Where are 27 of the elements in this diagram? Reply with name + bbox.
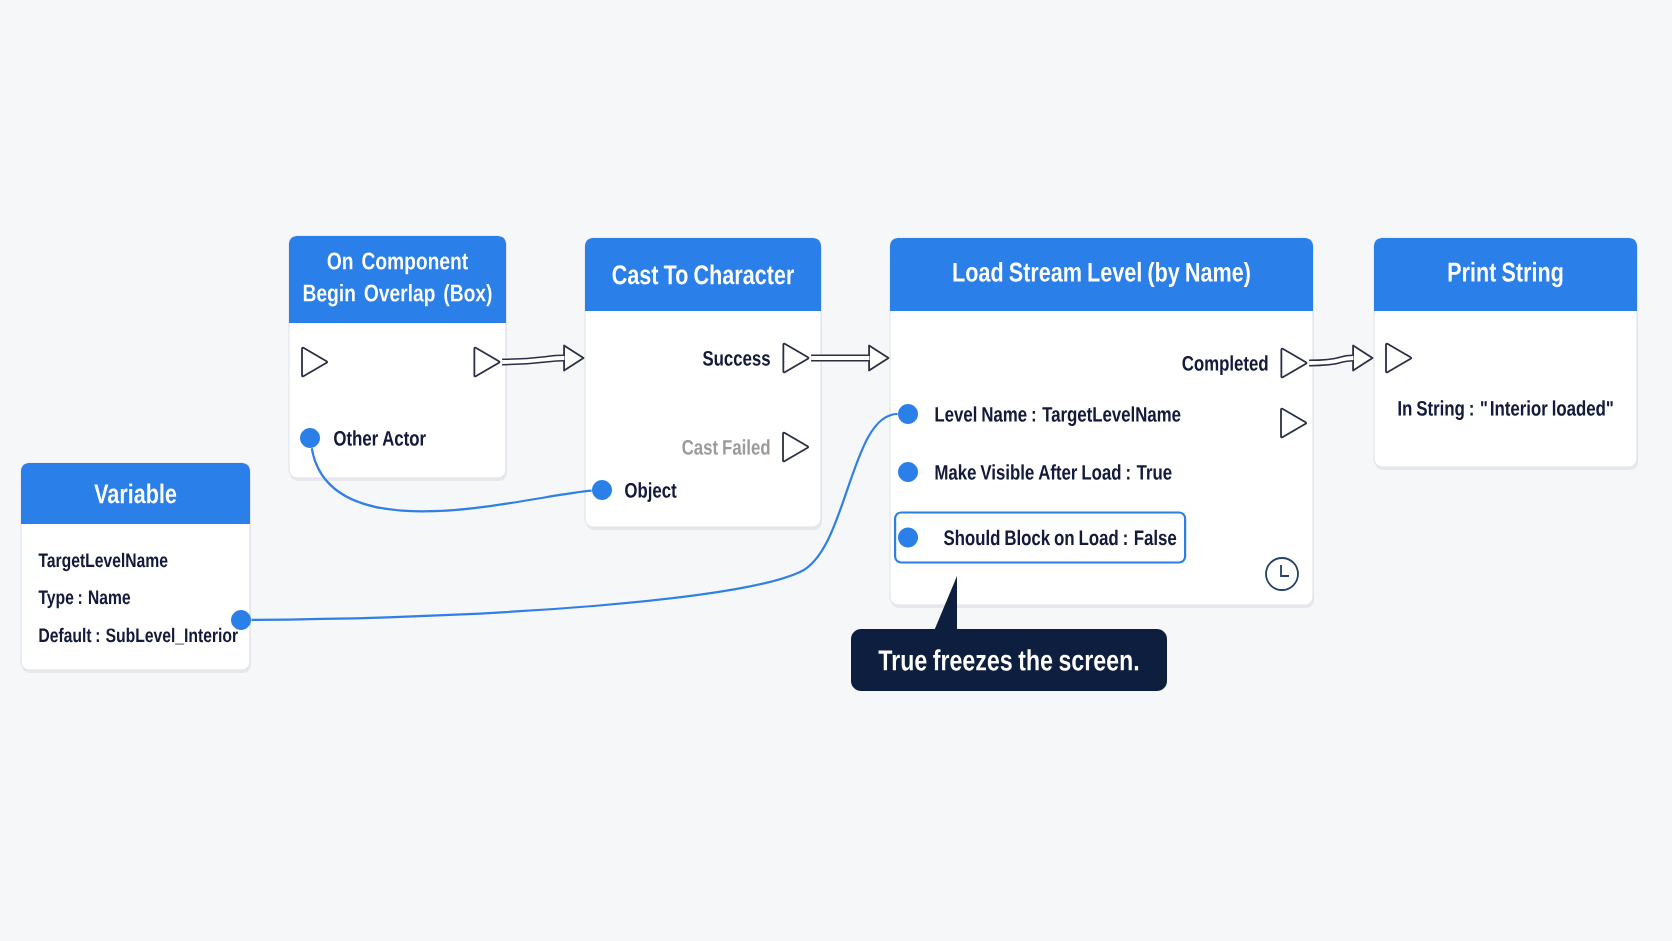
- node-header: On Component Begin Overlap (Box): [289, 236, 506, 323]
- pin-label: Make Visible After Load : True: [935, 464, 1172, 480]
- exec-pin: [301, 346, 329, 378]
- highlighted-row: Should Block on Load : False: [894, 511, 1187, 564]
- exec-wire: [811, 344, 890, 372]
- exec-wire: [502, 344, 585, 372]
- exec-pin: [1385, 342, 1413, 374]
- exec-wire: [1309, 344, 1374, 372]
- pin-label: Success: [702, 350, 770, 366]
- node-header: Load Stream Level (by Name): [890, 238, 1313, 311]
- pin-label: Default : SubLevel_Interior: [39, 627, 238, 645]
- variable-name: TargetLevelName: [38, 552, 168, 572]
- node-header: Print String: [1374, 238, 1637, 311]
- pin-label: Other Actor: [334, 430, 426, 446]
- pin-label: In String : "Interior loaded": [1398, 400, 1613, 420]
- exec-pin: [1280, 407, 1308, 439]
- data-wire: [310, 447, 592, 513]
- pin-label: Level Name : TargetLevelName: [935, 406, 1181, 426]
- data-wire: [251, 412, 898, 621]
- pin-label: Cast Failed: [682, 439, 770, 455]
- exec-pin: [473, 346, 501, 378]
- node-header: Variable: [21, 463, 250, 524]
- node-header: Cast To Character: [585, 238, 821, 311]
- callout-bubble: True freezes the screen.: [851, 576, 1167, 691]
- pin-label: Object: [625, 482, 677, 502]
- pin-label: Completed: [1182, 355, 1268, 375]
- property-text: Type : Name: [38, 590, 131, 609]
